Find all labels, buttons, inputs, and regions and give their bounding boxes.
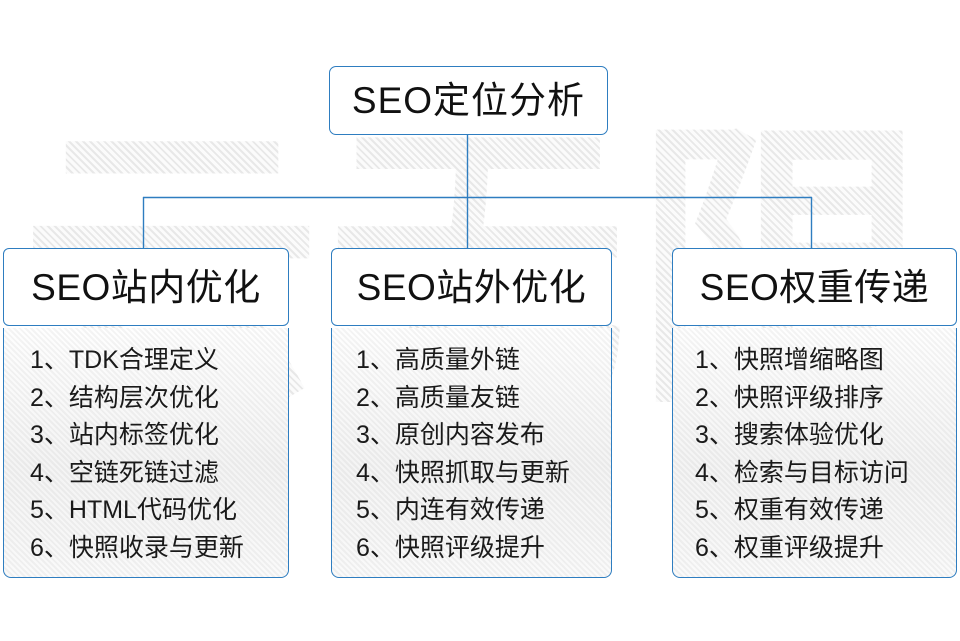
list-item: 5、权重有效传递 — [695, 496, 884, 524]
column-header-label: SEO站内优化 — [31, 266, 261, 308]
list-item: 6、快照评级提升 — [356, 533, 545, 562]
list-item: 5、内连有效传递 — [356, 496, 545, 524]
list-item: 3、站内标签优化 — [30, 421, 219, 449]
column-header-label: SEO权重传递 — [699, 266, 930, 308]
root-node[interactable]: SEO定位分析 — [329, 66, 608, 135]
list-item: 1、TDK合理定义 — [30, 346, 219, 374]
list-item: 3、搜索体验优化 — [695, 421, 884, 449]
column-body-weight-transfer: 1、快照增缩略图 2、快照评级排序 3、搜索体验优化 4、检索与目标访问 5、权… — [672, 328, 957, 578]
list-item: 3、原创内容发布 — [356, 421, 545, 449]
branch-column-weight-transfer: SEO权重传递 1、快照增缩略图 2、快照评级排序 3、搜索体验优化 4、检索与… — [672, 248, 957, 578]
branch-column-off-site: SEO站外优化 1、高质量外链 2、高质量友链 3、原创内容发布 4、快照抓取与… — [331, 248, 612, 578]
list-item: 4、检索与目标访问 — [695, 458, 909, 487]
column-header-label: SEO站外优化 — [356, 266, 587, 308]
branch-column-on-site: SEO站内优化 1、TDK合理定义 2、结构层次优化 3、站内标签优化 4、空链… — [3, 248, 289, 578]
list-item: 2、快照评级排序 — [695, 383, 884, 412]
list-item: 6、快照收录与更新 — [30, 533, 244, 562]
column-header-weight-transfer[interactable]: SEO权重传递 — [672, 248, 957, 326]
column-header-off-site[interactable]: SEO站外优化 — [331, 248, 612, 326]
list-item: 4、快照抓取与更新 — [356, 458, 570, 487]
column-body-off-site: 1、高质量外链 2、高质量友链 3、原创内容发布 4、快照抓取与更新 5、内连有… — [331, 328, 612, 578]
list-item: 1、快照增缩略图 — [695, 346, 884, 374]
column-header-on-site[interactable]: SEO站内优化 — [3, 248, 289, 326]
list-item: 6、权重评级提升 — [695, 533, 884, 562]
list-item: 2、结构层次优化 — [30, 383, 219, 412]
list-item: 5、HTML代码优化 — [30, 496, 237, 524]
list-item: 4、空链死链过滤 — [30, 458, 219, 487]
root-node-label: SEO定位分析 — [351, 80, 586, 121]
column-body-on-site: 1、TDK合理定义 2、结构层次优化 3、站内标签优化 4、空链死链过滤 5、H… — [3, 328, 289, 578]
list-item: 1、高质量外链 — [356, 346, 520, 374]
list-item: 2、高质量友链 — [356, 383, 520, 412]
